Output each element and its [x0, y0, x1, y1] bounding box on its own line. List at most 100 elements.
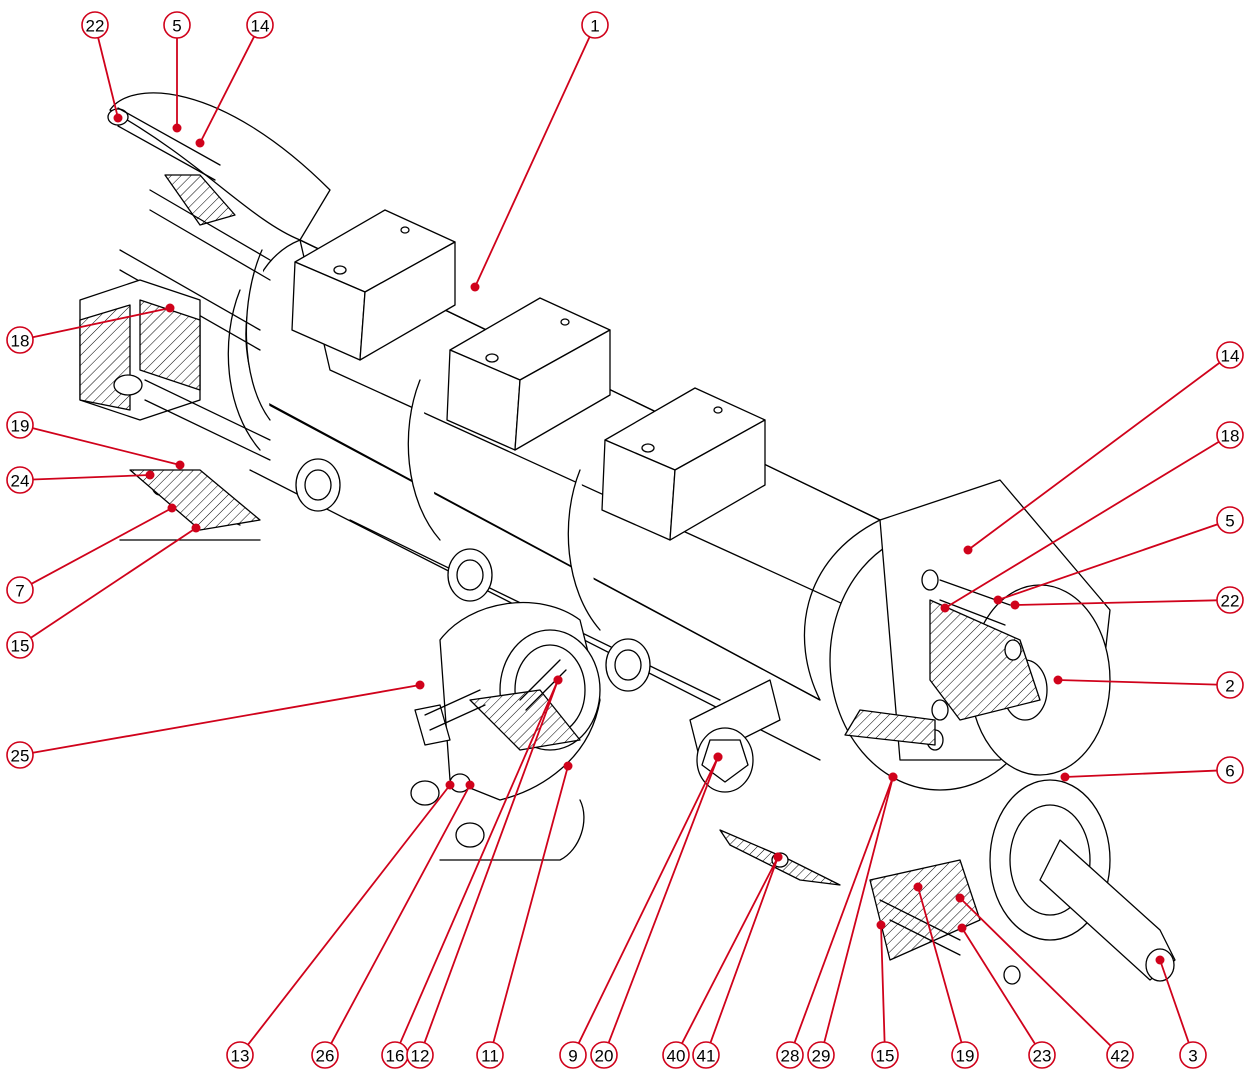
callout-number: 20 [595, 1047, 614, 1066]
callout-bubble [692, 1041, 720, 1069]
callout-19: 19 [913, 882, 979, 1069]
callout-1: 1 [470, 11, 609, 292]
callout-target-dot [957, 923, 967, 933]
callout-bubble [6, 741, 34, 769]
callout-leader-line [492, 765, 569, 1043]
callout-leader-line [1159, 959, 1190, 1044]
callout-18: 18 [940, 421, 1244, 613]
callout-leader-line [32, 307, 171, 339]
callout-bubble [581, 11, 609, 39]
callout-bubble [776, 1041, 804, 1069]
callout-target-dot [167, 503, 177, 513]
callout-29: 29 [807, 772, 898, 1069]
callout-11: 11 [476, 761, 573, 1069]
callout-leader-line [31, 507, 173, 585]
callout-number: 28 [781, 1047, 800, 1066]
callout-bubble [1216, 671, 1244, 699]
callout-target-dot [1060, 772, 1070, 782]
callout-target-dot [888, 772, 898, 782]
line-drawing [79, 92, 1176, 985]
callout-number: 23 [1033, 1047, 1052, 1066]
callout-25: 25 [6, 680, 425, 769]
callout-number: 5 [172, 17, 181, 36]
callout-number: 3 [1188, 1047, 1197, 1066]
callout-bubble [1216, 421, 1244, 449]
callout-target-dot [713, 752, 723, 762]
callout-target-dot [913, 882, 923, 892]
callout-9: 9 [559, 752, 723, 1069]
callout-number: 41 [697, 1047, 716, 1066]
callout-number: 29 [812, 1047, 831, 1066]
callout-number: 7 [15, 582, 24, 601]
callout-leader-line [967, 362, 1221, 551]
callout-bubble [590, 1041, 618, 1069]
callout-bubble [1028, 1041, 1056, 1069]
callout-bubble [6, 631, 34, 659]
callout-42: 42 [955, 893, 1134, 1069]
callout-bubble [81, 11, 109, 39]
callout-22: 22 [81, 11, 123, 123]
callout-leader-line [997, 523, 1219, 601]
callout-target-dot [955, 893, 965, 903]
callout-24: 24 [6, 466, 155, 494]
callout-15: 15 [6, 523, 201, 659]
callout-leader-line [709, 856, 779, 1044]
callout-23: 23 [957, 923, 1056, 1069]
callout-target-dot [195, 138, 205, 148]
callout-target-dot [1053, 675, 1063, 685]
callout-leader-line [399, 679, 559, 1044]
callout-target-dot [172, 123, 182, 133]
callout-target-dot [876, 920, 886, 930]
callout-bubble [246, 11, 274, 39]
callout-number: 40 [667, 1047, 686, 1066]
callout-leader-line [1057, 679, 1218, 686]
callout-leader-line [944, 440, 1220, 609]
callout-number: 15 [11, 637, 30, 656]
callout-target-dot [563, 761, 573, 771]
callout-number: 22 [86, 17, 105, 36]
callout-number: 19 [11, 417, 30, 436]
callout-leader-line [97, 37, 119, 119]
center-plug [689, 679, 841, 886]
callout-number: 12 [411, 1047, 430, 1066]
callout-leader-line [1064, 769, 1218, 778]
callout-number: 9 [568, 1047, 577, 1066]
callout-bubble [6, 326, 34, 354]
callout-leader-line [32, 427, 181, 466]
callout-20: 20 [590, 752, 723, 1069]
callout-number: 24 [11, 472, 30, 491]
callout-target-dot [963, 545, 973, 555]
callout-leader-line [474, 36, 591, 288]
side-ports [295, 458, 651, 692]
callout-2: 2 [1053, 671, 1244, 699]
callout-5: 5 [163, 11, 191, 133]
callout-target-dot [113, 113, 123, 123]
callout-19: 19 [6, 411, 185, 470]
callout-leader-line [959, 897, 1112, 1047]
callout-bubble [226, 1041, 254, 1069]
callout-bubble [6, 466, 34, 494]
callout-13: 13 [226, 780, 455, 1069]
callout-bubble [1179, 1041, 1207, 1069]
callout-bubble [871, 1041, 899, 1069]
saddle-block-3 [567, 387, 766, 631]
callout-bubble [163, 11, 191, 39]
callout-leader-line [32, 684, 421, 754]
callout-number: 14 [1221, 347, 1240, 366]
callout-bubble [1106, 1041, 1134, 1069]
callout-bubble [311, 1041, 339, 1069]
callout-bubble [951, 1041, 979, 1069]
callout-leader-line [199, 36, 255, 144]
callout-12: 12 [406, 675, 563, 1069]
callout-number: 19 [956, 1047, 975, 1066]
callout-leader-line [607, 756, 719, 1044]
callout-bubble [1216, 341, 1244, 369]
valve-block [410, 602, 601, 861]
callout-leader-line [577, 756, 719, 1044]
callout-leader-line [880, 924, 886, 1043]
callout-bubble [1216, 586, 1244, 614]
callout-bubble [559, 1041, 587, 1069]
callout-target-dot [465, 780, 475, 790]
